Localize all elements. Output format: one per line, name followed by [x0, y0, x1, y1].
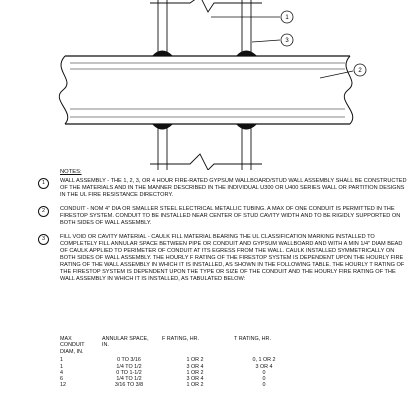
caulk-bead-upper [152, 50, 257, 56]
conduit [58, 55, 354, 125]
callout-2-label: 2 [358, 68, 362, 74]
note-1-number: 1 [38, 178, 49, 189]
cell-t-rating: 3 OR 4 [255, 363, 273, 370]
cell-f-rating: 1 OR 2 [186, 382, 204, 389]
rating-table: MAX CONDUIT DIAM, IN. ANNULAR SPACE, IN.… [60, 336, 300, 389]
table-row: 4 0 TO 1-1/2 1 OR 2 0 [60, 370, 300, 376]
callout-1-label: 1 [285, 15, 289, 21]
cell-f-rating: 3 OR 4 [186, 376, 204, 383]
note-2-number: 2 [38, 206, 49, 217]
header-t-rating: T RATING, HR. [234, 336, 271, 342]
callout-1: 1 [280, 10, 294, 24]
cell-annular: 0 TO 1-1/2 [116, 369, 142, 376]
cell-t-rating: 0 [262, 382, 266, 389]
cell-diam: 1 [60, 357, 63, 364]
header-annular-space: ANNULAR SPACE, IN. [102, 336, 149, 349]
cell-annular: 3/16 TO 3/8 [114, 382, 144, 389]
callout-3: 3 [280, 33, 294, 47]
cell-f-rating: 3 OR 4 [186, 363, 204, 370]
cell-diam: 6 [60, 376, 63, 383]
table-row: 1 0 TO 3/16 1 OR 2 0, 1 OR 2 [60, 357, 300, 363]
cell-t-rating: 0 [262, 376, 266, 383]
callout-3-label: 3 [285, 38, 289, 44]
cell-diam: 1 [60, 363, 63, 370]
table-row: 1 1/4 TO 1/2 3 OR 4 3 OR 4 [60, 364, 300, 370]
note-1-text: WALL ASSEMBLY - THE 1, 2, 3, OR 4 HOUR F… [60, 178, 407, 198]
cell-f-rating: 1 OR 2 [186, 369, 204, 376]
cell-diam: 4 [60, 369, 63, 376]
table-row: 6 1/4 TO 1/2 3 OR 4 0 [60, 376, 300, 382]
note-3-number: 3 [38, 234, 49, 245]
leader-lines [211, 16, 354, 79]
cell-f-rating: 1 OR 2 [186, 357, 204, 364]
cell-diam: 12 [60, 382, 66, 389]
note-2-text: CONDUIT - NOM 4" DIA OR SMALLER STEEL EL… [60, 206, 401, 226]
header-f-rating: F RATING, HR. [162, 336, 200, 342]
header-max-conduit-diam: MAX CONDUIT DIAM, IN. [60, 336, 85, 355]
cell-annular: 0 TO 3/16 [117, 357, 141, 364]
firestop-section-drawing: 1 3 2 [58, 0, 367, 170]
table-row: 12 3/16 TO 3/8 1 OR 2 0 [60, 382, 300, 388]
cell-t-rating: 0, 1 OR 2 [252, 357, 276, 364]
rating-table-header: MAX CONDUIT DIAM, IN. ANNULAR SPACE, IN.… [60, 336, 300, 357]
caulk-bead-lower [152, 124, 257, 130]
note-3-text: FILL VOID OR CAVITY MATERIAL - CAULK FIL… [60, 234, 405, 282]
cell-annular: 1/4 TO 1/2 [116, 363, 142, 370]
cell-annular: 1/4 TO 1/2 [116, 376, 142, 383]
cell-t-rating: 0 [262, 369, 266, 376]
callout-2: 2 [353, 63, 367, 77]
wall-lower [150, 124, 262, 170]
notes-title: NOTES: [60, 169, 82, 175]
wall-upper [150, 0, 262, 56]
